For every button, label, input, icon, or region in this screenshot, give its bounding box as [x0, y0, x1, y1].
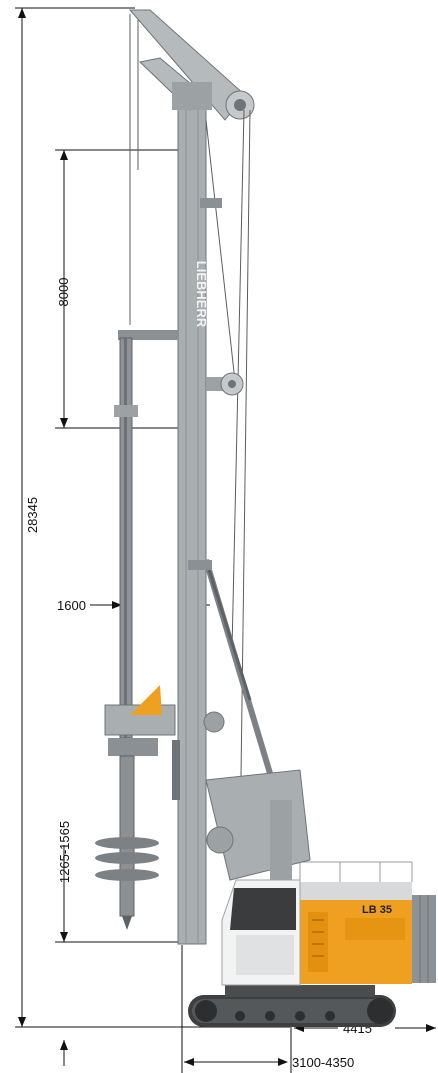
bottom-clearance-label: 1265-1565: [57, 821, 72, 883]
mast-sled-parts: [172, 198, 234, 854]
mast-offset-label: 1600: [57, 598, 86, 613]
mast-head: [128, 9, 255, 121]
total-height-label: 28345: [25, 497, 40, 533]
rope-lines: [129, 14, 251, 851]
auger-tool: [95, 755, 159, 930]
mast-segment-label: 8000: [56, 278, 71, 307]
mast-logo: LIEBHERR: [194, 261, 209, 328]
leader-mast: LIEBHERR: [177, 91, 209, 945]
model-badge: LB 35: [362, 904, 392, 916]
dimension-lines: [15, 7, 436, 1073]
operator-cab: [221, 879, 301, 986]
mid-pulley: [206, 372, 244, 396]
upper-carriage: LB 35: [299, 861, 413, 984]
crawler-tracks: [188, 985, 396, 1027]
rotary-drive: [104, 685, 176, 756]
working-radius-label: 3100-4350: [292, 1055, 354, 1070]
kelly-bar: [114, 330, 178, 739]
boom-cylinder: [203, 559, 311, 881]
counterweight: [412, 895, 436, 983]
